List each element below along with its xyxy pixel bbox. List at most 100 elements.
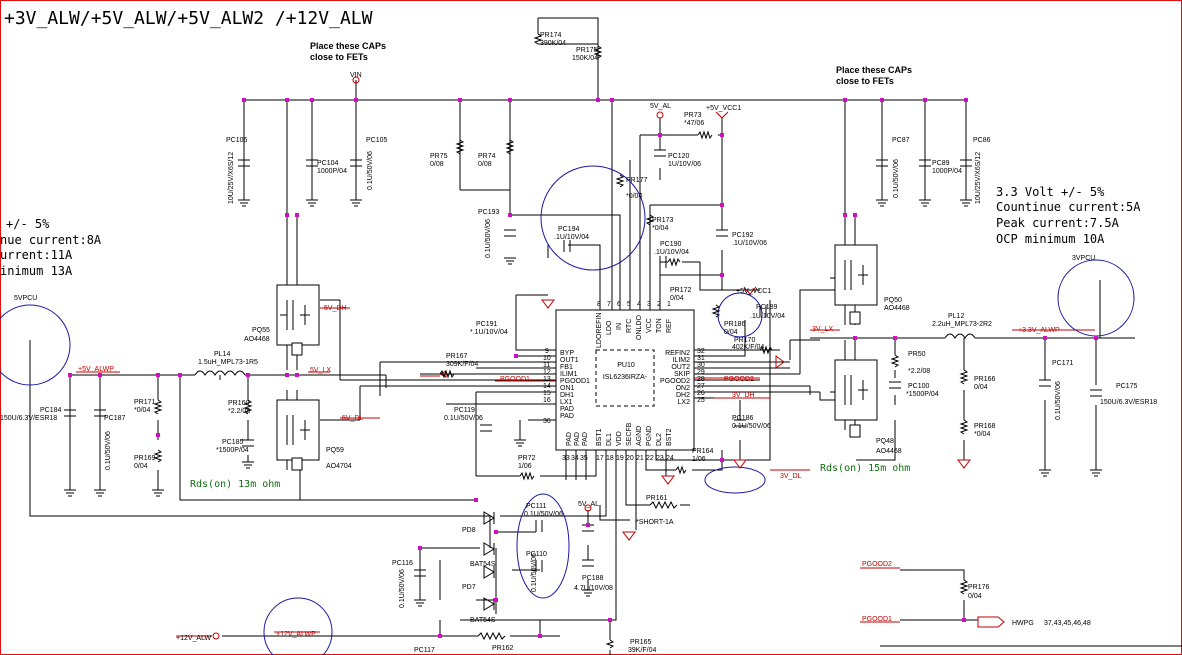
ic-pin-bst1: BST1 — [596, 428, 603, 446]
pc104-val: 1000P/04 — [317, 168, 347, 175]
pr74-ref: PR74 — [478, 153, 496, 160]
pc193-ref: PC193 — [478, 209, 500, 216]
pd7-val: BAT54S — [470, 617, 496, 624]
net-hwpg-pages: 37,43,45,46,48 — [1044, 620, 1091, 627]
ic-pin-byp: BYP — [560, 350, 574, 357]
pl12-ref: PL12 — [948, 313, 964, 320]
ic-pin-out2: OUT2 — [671, 364, 690, 371]
pin-num-21: 21 — [636, 455, 644, 462]
pc105-ref: PC105 — [366, 137, 388, 144]
net-pgood2-b: PGOOD2 — [862, 561, 892, 568]
pc192-ref: PC192 — [732, 232, 754, 239]
ic-pin-pgood2: PGOOD2 — [660, 378, 690, 385]
pr168-ref: PR168 — [974, 423, 996, 430]
pc185-ref: PC185 — [222, 439, 244, 446]
pc191-val: *.1U/10V/04 — [470, 329, 508, 336]
pc193-val: 0.1U/50V/06 — [485, 219, 492, 258]
pr50-ref: PR50 — [908, 351, 926, 358]
net-12v-alw: +12V_ALW — [176, 635, 211, 642]
net-pgood1-b: PGOOD1 — [862, 616, 892, 623]
ic-pin-dh2: DH2 — [676, 392, 690, 399]
pc86-val: 10U/25V/X6S/12 — [975, 152, 982, 204]
spec-left-4: inimum 13A — [0, 264, 73, 278]
pr75-ref: PR75 — [430, 153, 448, 160]
pc110-val: 0.1U/50V/06 — [531, 553, 538, 592]
pr177-ref: PR177 — [626, 177, 648, 184]
pr177-val: *0/04 — [626, 193, 642, 200]
sheet-title: +3V_ALW/+5V_ALW/+5V_ALW2 /+12V_ALW — [4, 8, 373, 29]
net-5v-al: 5V_AL — [650, 103, 671, 110]
pin-num-7: 7 — [607, 301, 611, 308]
net-pgood2: PGOOD2 — [724, 376, 754, 383]
ic-pin-on1: ON1 — [560, 385, 575, 392]
pin-num-33: 33 — [562, 455, 570, 462]
ic-pin-pad-a: PAD — [560, 406, 574, 413]
pc185-val: *1500P/04 — [216, 447, 249, 454]
pc187-val: 0.1U/50V/06 — [105, 431, 112, 470]
pr74-val: 0/08 — [478, 161, 492, 168]
pq59-ref: PQ59 — [326, 447, 344, 454]
pq50-ref: PQ50 — [884, 297, 902, 304]
pc184-val: 150U/6.3V/ESR18 — [0, 415, 57, 422]
pc120-ref: PC120 — [668, 153, 690, 160]
pr50-val: *2.2/08 — [908, 368, 930, 375]
ic-pin-pad-35: PAD — [582, 432, 589, 446]
pr171-ref: PR171 — [134, 399, 156, 406]
pd8-val: BAT54S — [470, 561, 496, 568]
pin-num-5: 5 — [627, 301, 631, 308]
pr176-ref: PR176 — [968, 584, 990, 591]
pr160-ref: PR160 — [228, 400, 250, 407]
net-5v-al-b: 5V_AL — [578, 501, 599, 508]
junctions — [68, 98, 1098, 638]
pq55-val: AO4468 — [244, 336, 270, 343]
ic-pin-secfb: SECFB — [626, 422, 633, 446]
spec-right-3: Peak current:7.5A — [996, 216, 1120, 230]
pin-num-18: 18 — [606, 455, 614, 462]
pc171-val: 0.1U/50V/06 — [1055, 381, 1062, 420]
note-caps-right-2: close to FETs — [836, 76, 894, 86]
pin-num-31: 31 — [697, 355, 705, 362]
ic-pin-pgood1: PGOOD1 — [560, 378, 590, 385]
pr175-val: 150K/04 — [572, 55, 598, 62]
rds-right-note: Rds(on) 15m ohm — [820, 463, 910, 474]
pr172-ref: PR172 — [670, 287, 692, 294]
pr170-val: 402K/F/04 — [732, 344, 764, 351]
ic-pin-bst2: BST2 — [666, 428, 673, 446]
pin-num-17: 17 — [596, 455, 604, 462]
net-3v-dh: 3V_DH — [732, 392, 755, 399]
pc191-ref: PC191 — [476, 321, 498, 328]
pc89-ref: PC89 — [932, 160, 950, 167]
pr164-val: 1/06 — [692, 456, 706, 463]
spec-right-1: 3.3 Volt +/- 5% — [996, 185, 1105, 199]
rds-left-note: Rds(on) 13m ohm — [190, 479, 280, 490]
pin-num-2: 2 — [657, 301, 661, 308]
pc175-val: 150U/6.3V/ESR18 — [1100, 399, 1157, 406]
red-nets — [76, 111, 1095, 637]
net-5v-vcc1-b: +5V_VCC1 — [736, 288, 771, 295]
pc89-val: 1000P/04 — [932, 168, 962, 175]
pr173-val: *0/04 — [652, 225, 668, 232]
pq50-val: AO4468 — [884, 305, 910, 312]
pin-num-36: 36 — [543, 418, 551, 425]
ic-pin-pgnd: PGND — [646, 426, 653, 446]
pr160-val: *2.2/08 — [228, 408, 250, 415]
pr168-val: *0/04 — [974, 431, 990, 438]
pr165-ref: PR165 — [630, 639, 652, 646]
ic-pin-pad-34: PAD — [574, 432, 581, 446]
pc186-val: 0.1U/50V/06 — [732, 423, 771, 430]
pr161-ref: PR161 — [646, 495, 668, 502]
pr165-val: 39K/F/04 — [628, 647, 657, 654]
pc110-ref: PC110 — [526, 551, 547, 558]
ic-pin-ton: TON — [656, 318, 663, 333]
pin-num-1: 1 — [667, 301, 671, 308]
pr166-val: 0/04 — [974, 384, 988, 391]
pin-num-14: 14 — [543, 383, 551, 390]
pr169-ref: PR169 — [134, 455, 156, 462]
note-caps-right-1: Place these CAPs — [836, 65, 912, 75]
pr167-val: 309K/F/04 — [446, 361, 478, 368]
net-3v-dl: 3V_DL — [780, 473, 802, 480]
ic-pin-dh1: DH1 — [560, 392, 574, 399]
pin-num-27: 27 — [697, 383, 705, 390]
pin-num-4: 4 — [637, 301, 641, 308]
